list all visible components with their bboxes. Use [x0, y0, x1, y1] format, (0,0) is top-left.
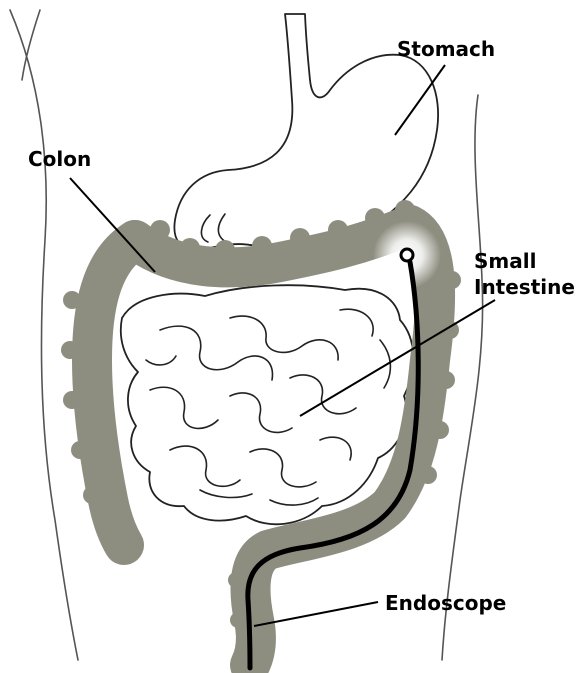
small-intestine-organ: [121, 285, 413, 524]
colon-label: Colon: [28, 146, 91, 172]
small-intestine-label-line2: Intestine: [474, 274, 575, 300]
small-intestine-label-line1: Small: [474, 248, 536, 274]
endoscope-label: Endoscope: [385, 590, 506, 616]
stomach-label: Stomach: [397, 36, 495, 62]
endoscope-tip: [401, 249, 413, 261]
